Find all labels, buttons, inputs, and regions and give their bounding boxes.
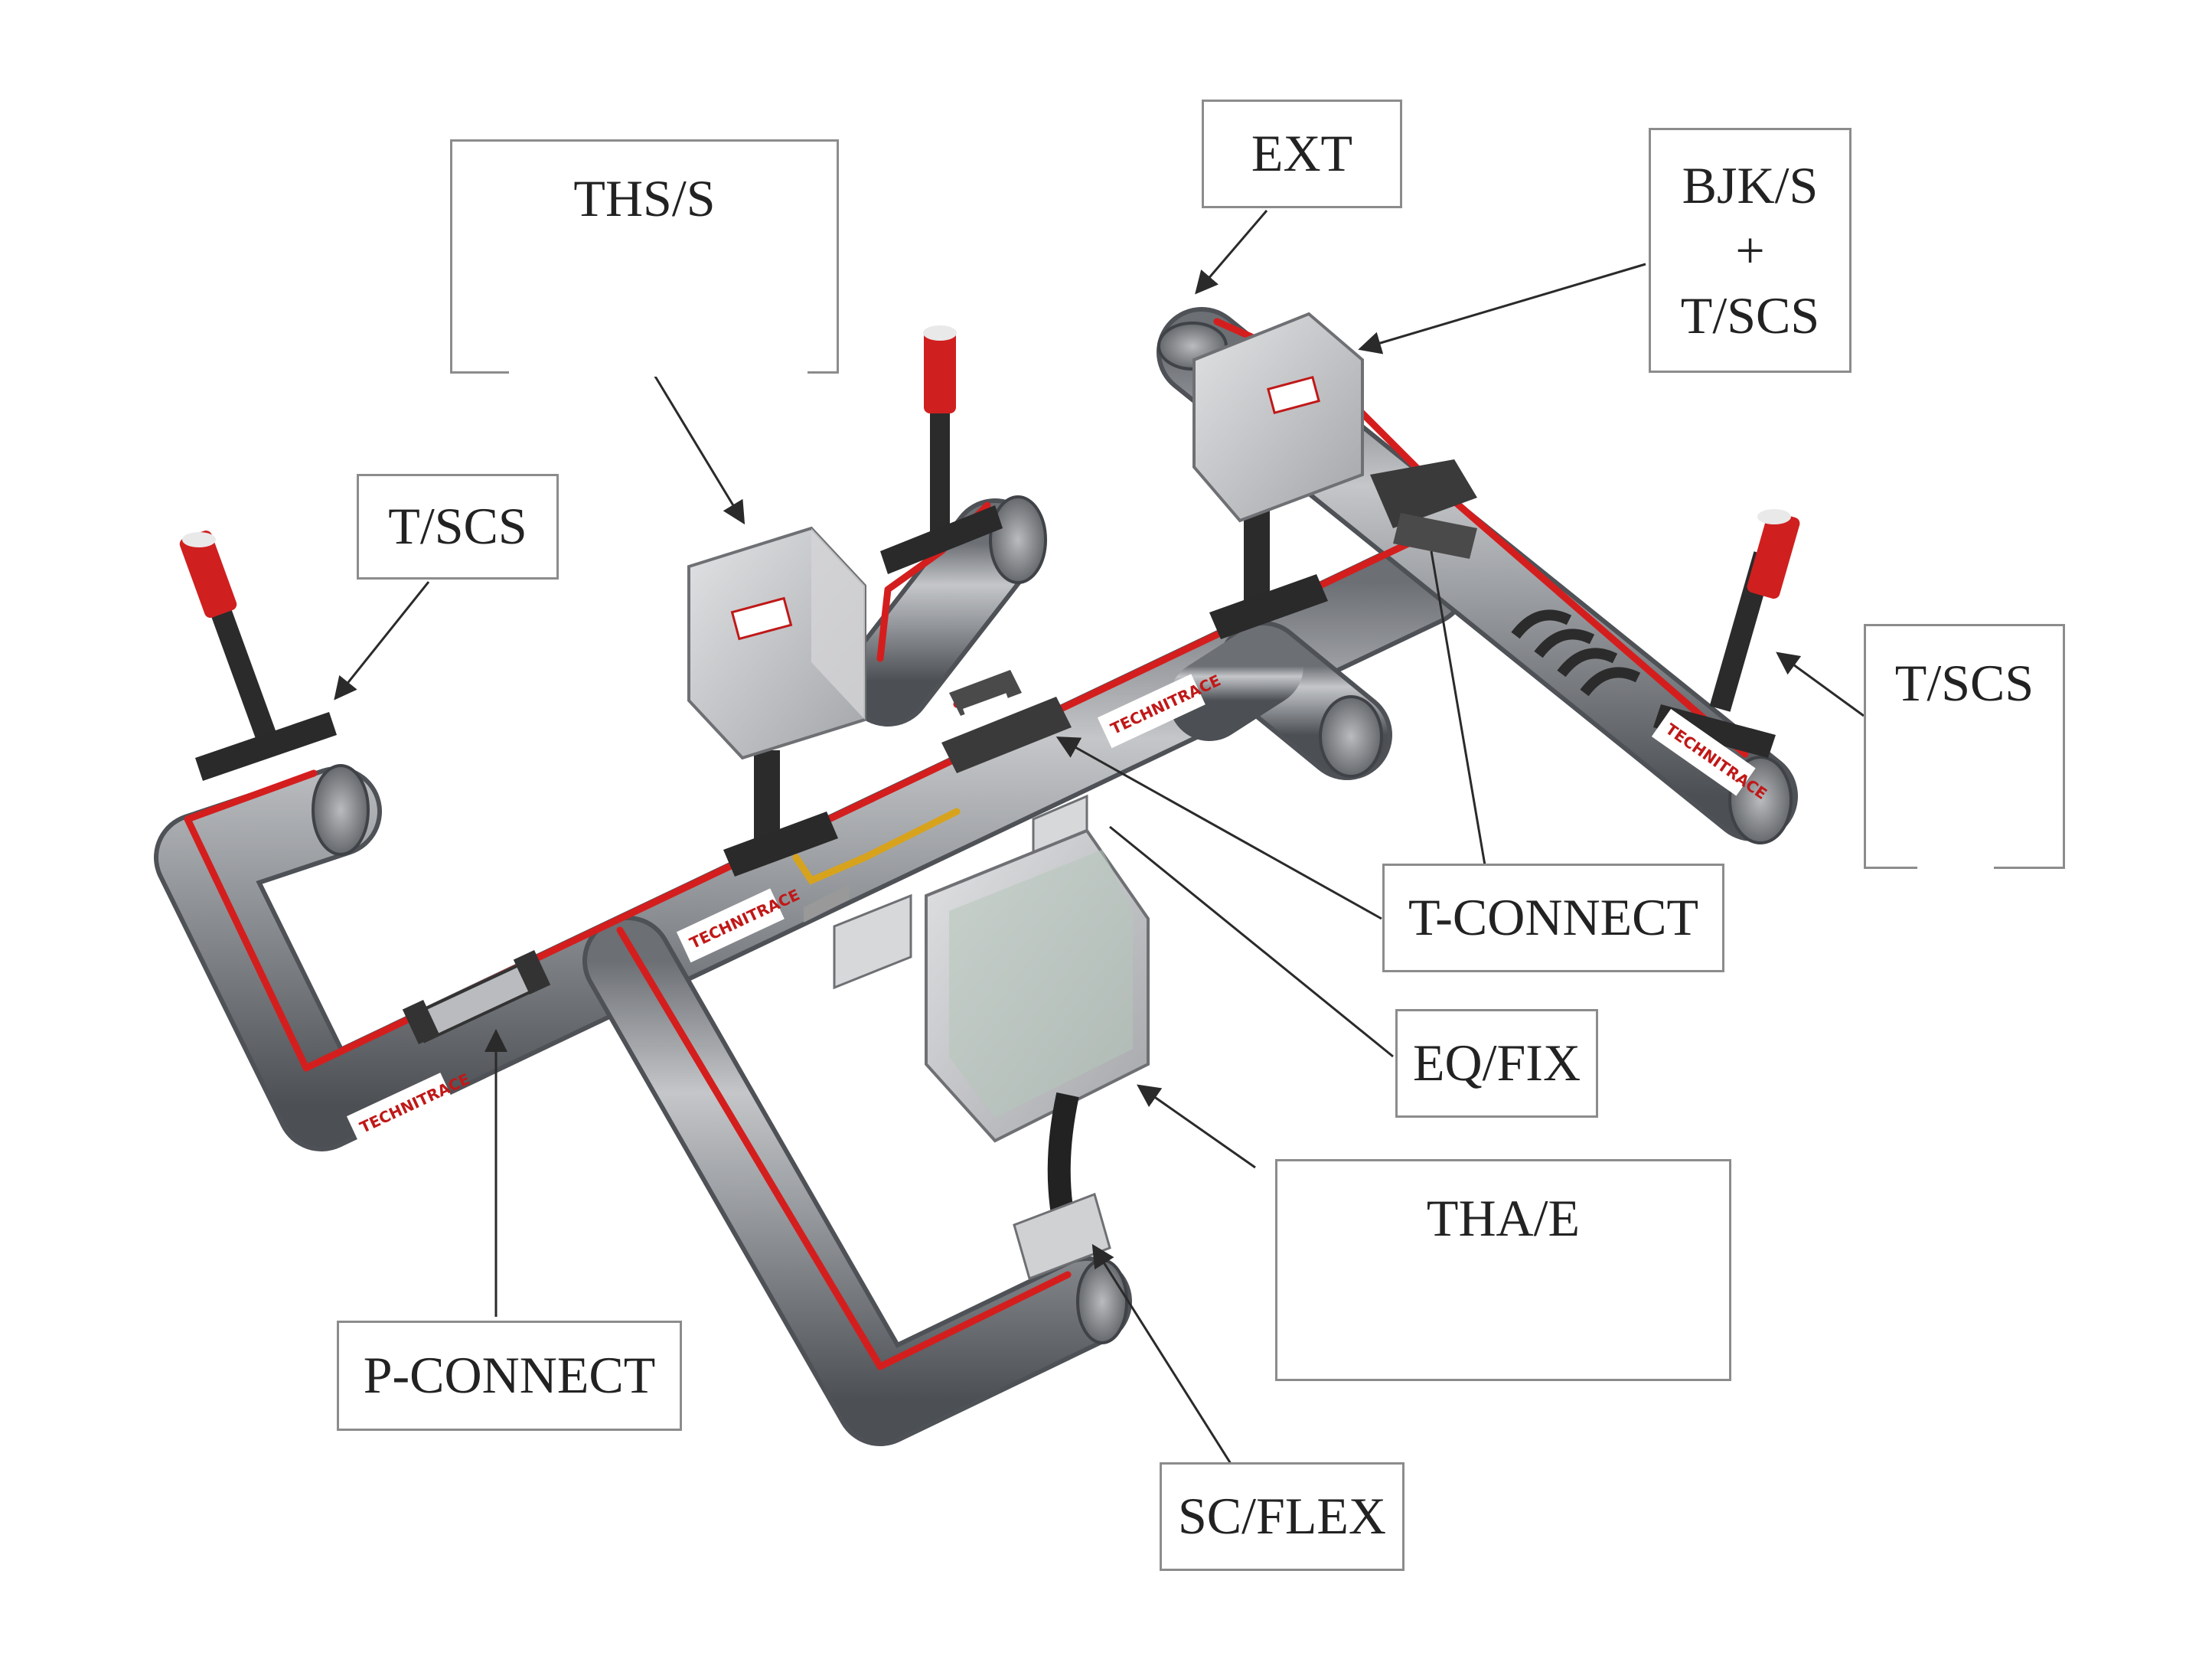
end-seal-center — [880, 325, 1003, 574]
ths-s-junction-box — [687, 526, 866, 877]
label-sc-flex-text: SC/FLEX — [1177, 1487, 1387, 1546]
label-ext-text: EXT — [1251, 124, 1353, 183]
pipe-end-caps — [312, 322, 1793, 1344]
leader-tscs-left — [334, 581, 430, 701]
thermostat-sensor — [792, 808, 961, 885]
label-tha-e-text: THA/E — [1426, 1189, 1581, 1247]
label-t-connect: T-CONNECT — [1382, 864, 1724, 972]
end-seal-left — [179, 531, 337, 781]
label-tha-e: THA/E — [1275, 1159, 1731, 1381]
eq-fix-bracket — [804, 884, 850, 923]
end-seal-right — [1653, 509, 1800, 758]
label-ths-s: THS/S — [450, 139, 839, 374]
leader-lines — [334, 210, 1865, 1467]
t-connect-device-right — [1370, 459, 1477, 559]
label-eq-fix-text: EQ/FIX — [1412, 1034, 1581, 1092]
label-t-connect-text: T-CONNECT — [1408, 888, 1699, 947]
leader-sc-flex — [1091, 1243, 1234, 1467]
leader-t-connect-a — [1055, 736, 1382, 920]
label-bjk-s: BJK/S + T/SCS — [1649, 128, 1851, 373]
leader-eq-fix — [1109, 825, 1394, 1058]
label-bjk-s-text: BJK/S — [1682, 155, 1819, 214]
leader-bjk-s — [1358, 263, 1646, 354]
t-connect-device-center — [941, 670, 1072, 773]
leader-tscs-right — [1776, 652, 1865, 717]
label-bjk-plus: + — [1735, 220, 1765, 279]
label-eq-fix: EQ/FIX — [1395, 1009, 1598, 1118]
p-connect-device — [402, 950, 551, 1044]
label-tscs-left: T/SCS — [357, 474, 559, 580]
label-p-connect: P-CONNECT — [337, 1321, 682, 1431]
label-ths-s-gap — [509, 367, 807, 377]
bjk-s-junction-box — [1192, 312, 1364, 639]
label-sc-flex: SC/FLEX — [1160, 1462, 1405, 1571]
label-ths-s-text: THS/S — [573, 169, 716, 227]
leader-tha-e — [1137, 1084, 1256, 1169]
tha-e-junction-box — [833, 794, 1150, 1280]
label-bjk-tscs-text: T/SCS — [1680, 286, 1820, 345]
leader-t-connect-b — [1430, 550, 1486, 866]
label-tscs-right: T/SCS — [1864, 624, 2065, 869]
label-ext: EXT — [1202, 100, 1402, 208]
label-tscs-right-text: T/SCS — [1894, 654, 2034, 712]
label-tscs-right-gap — [1917, 864, 1994, 873]
leader-ths-s — [653, 374, 745, 525]
leader-ext — [1195, 210, 1268, 295]
cable-spiral — [1511, 609, 1641, 697]
label-tscs-left-text: T/SCS — [388, 497, 527, 556]
label-p-connect-text: P-CONNECT — [363, 1346, 656, 1405]
